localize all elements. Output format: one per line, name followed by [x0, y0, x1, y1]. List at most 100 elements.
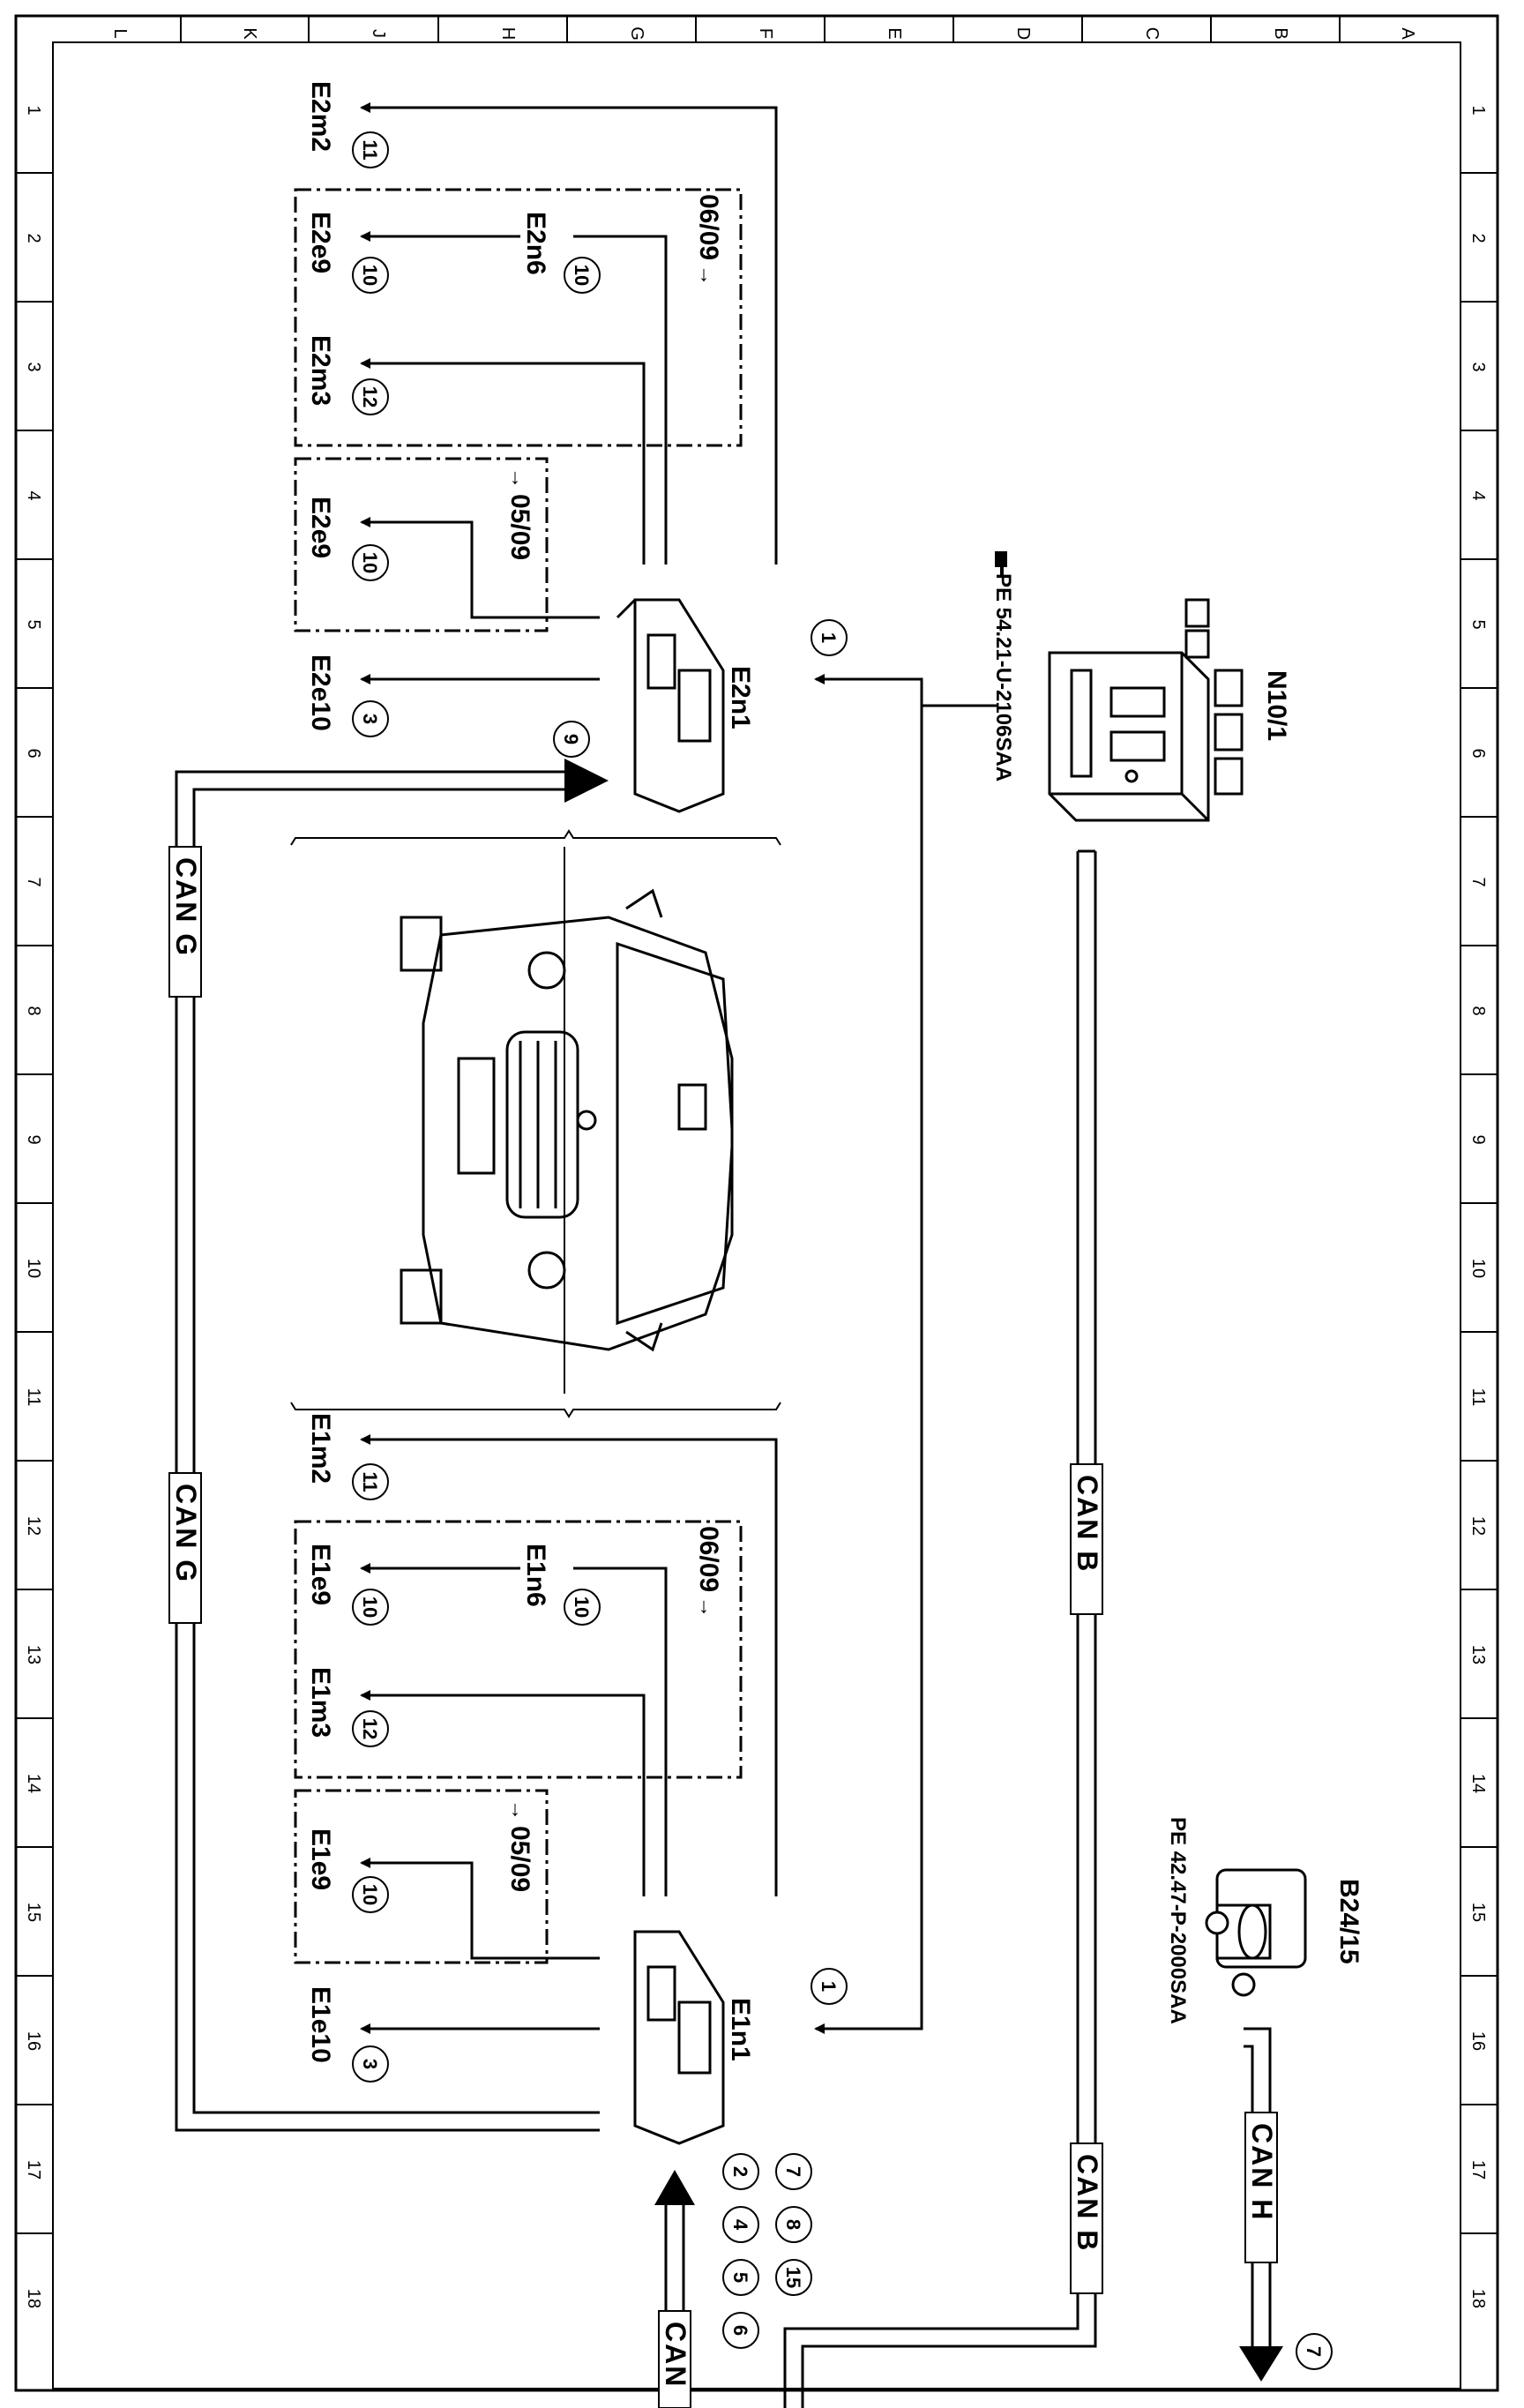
col-label: D	[1013, 27, 1033, 40]
e2-until-date-box	[294, 457, 549, 632]
circle-5: 5	[729, 2272, 751, 2283]
vehicle-front-icon	[400, 847, 734, 1394]
circle-1: 1	[818, 632, 840, 643]
row-label: 13	[1468, 1645, 1488, 1664]
b24-15-sensor-icon	[1205, 1868, 1307, 1997]
column-labels: L K J H G F E D C B A	[110, 26, 1417, 41]
row-label: 18	[24, 2289, 43, 2308]
row-label: 17	[24, 2160, 43, 2180]
row-label: 14	[24, 1774, 43, 1793]
e2m3-label: E2m3	[306, 335, 335, 406]
row-label: 13	[24, 1645, 43, 1664]
row-label: 15	[24, 1903, 43, 1922]
hand-pointer-icon	[995, 551, 1007, 576]
e1-until-date-arrow-icon: →	[506, 1799, 530, 1821]
circle-3: 3	[359, 714, 381, 724]
circle-3: 3	[359, 2059, 381, 2069]
circle-12: 12	[359, 386, 381, 408]
e1-from-date-arrow-icon: →	[695, 1597, 719, 1618]
circled-numbers	[352, 131, 1333, 2370]
row-ticks	[16, 172, 1498, 2234]
e2-from-date-label: 06/09	[694, 194, 723, 260]
can-g-label-box	[168, 1472, 202, 1624]
circle-10: 10	[571, 1597, 593, 1618]
lower-brace	[290, 1402, 781, 1418]
row-label: 4	[1468, 490, 1488, 500]
circle-8: 8	[782, 2219, 804, 2230]
e2-wires	[360, 102, 923, 706]
can-h-label-box	[1244, 2112, 1278, 2263]
row-label: 16	[24, 2031, 43, 2051]
circle-10: 10	[359, 265, 381, 286]
circle-7: 7	[1303, 2346, 1325, 2357]
can-g-label-box	[168, 846, 202, 998]
row-label: 8	[24, 1006, 43, 1015]
row-label: 6	[1468, 748, 1488, 758]
row-label: 12	[24, 1516, 43, 1536]
col-label: B	[1271, 27, 1290, 39]
row-label: 10	[24, 1259, 43, 1278]
row-label: 7	[24, 877, 43, 886]
circle-11: 11	[359, 139, 381, 160]
e2-until-date-arrow-icon: →	[506, 467, 530, 489]
e2-from-date-box	[294, 188, 743, 447]
row-label: 15	[1468, 1903, 1488, 1922]
column-ticks	[180, 16, 1341, 42]
circle-10: 10	[359, 552, 381, 573]
e1m2-label: E1m2	[306, 1413, 335, 1484]
circle-11: 11	[359, 1471, 381, 1492]
e1e10-label: E1e10	[306, 1986, 335, 2063]
circle-1: 1	[818, 1981, 840, 1992]
circle-10: 10	[359, 1884, 381, 1905]
e1-until-date-label: 05/09	[505, 1826, 534, 1892]
e2n1-module-icon	[616, 598, 725, 813]
e1-until-date-box	[294, 1789, 549, 1964]
can-b-label-upper: CAN B	[1072, 1475, 1103, 1573]
e2e9-upper-label: E2e9	[306, 212, 335, 273]
circle-7: 7	[782, 2166, 804, 2177]
can-b-label-box	[1070, 2143, 1103, 2294]
b24-15-label: B24/15	[1334, 1879, 1363, 1964]
e1n6-label: E1n6	[521, 1544, 550, 1607]
circle-2: 2	[729, 2166, 751, 2177]
row-label: 17	[1468, 2160, 1488, 2180]
row-label: 11	[24, 1388, 43, 1407]
upper-brace	[290, 829, 781, 846]
row-label: 5	[24, 619, 43, 629]
can-b-bus	[783, 849, 1097, 2408]
row-label: 9	[24, 1134, 43, 1144]
e2e10-label: E2e10	[306, 654, 335, 731]
e2n6-label: E2n6	[521, 212, 550, 275]
can-partial-label: CAN	[660, 2322, 691, 2388]
row-label: 11	[1468, 1388, 1488, 1407]
n10-1-module-icon	[1048, 598, 1244, 822]
row-labels: 1 2 3 4 5 6 7 8 9 10 11 12 13 14 15 16 1…	[24, 105, 1488, 2308]
row-label: 12	[1468, 1516, 1488, 1536]
can-g-arrow-icon	[564, 759, 609, 803]
e2-from-date-arrow-icon: →	[695, 265, 719, 286]
e1-from-date-label: 06/09	[694, 1526, 723, 1592]
can-g-label-upper: CAN G	[170, 857, 202, 957]
col-label: J	[369, 29, 388, 38]
row-label: 3	[1468, 362, 1488, 371]
col-label: H	[498, 27, 518, 40]
circle-12: 12	[359, 1718, 381, 1739]
e2e9-lower-label: E2e9	[306, 497, 335, 558]
can-g-bus	[175, 770, 600, 2132]
can-b-label-lower: CAN B	[1072, 2154, 1103, 2252]
e1e9-lower-label: E1e9	[306, 1828, 335, 1890]
row-label: 16	[1468, 2031, 1488, 2051]
row-label: 8	[1468, 1006, 1488, 1015]
e1-wires	[360, 706, 923, 2034]
col-label: A	[1398, 27, 1417, 40]
circle-10: 10	[571, 265, 593, 286]
row-label: 1	[1468, 105, 1488, 115]
e2m2-label: E2m2	[306, 81, 335, 152]
row-label: 5	[1468, 619, 1488, 629]
circle-4: 4	[729, 2219, 751, 2231]
row-label: 14	[1468, 1774, 1488, 1793]
outer-frame	[14, 14, 1499, 2392]
b24-15-ref-label: PE 42.47-P-2000SAA	[1166, 1817, 1190, 2024]
n10-1-label: N10/1	[1262, 670, 1291, 741]
